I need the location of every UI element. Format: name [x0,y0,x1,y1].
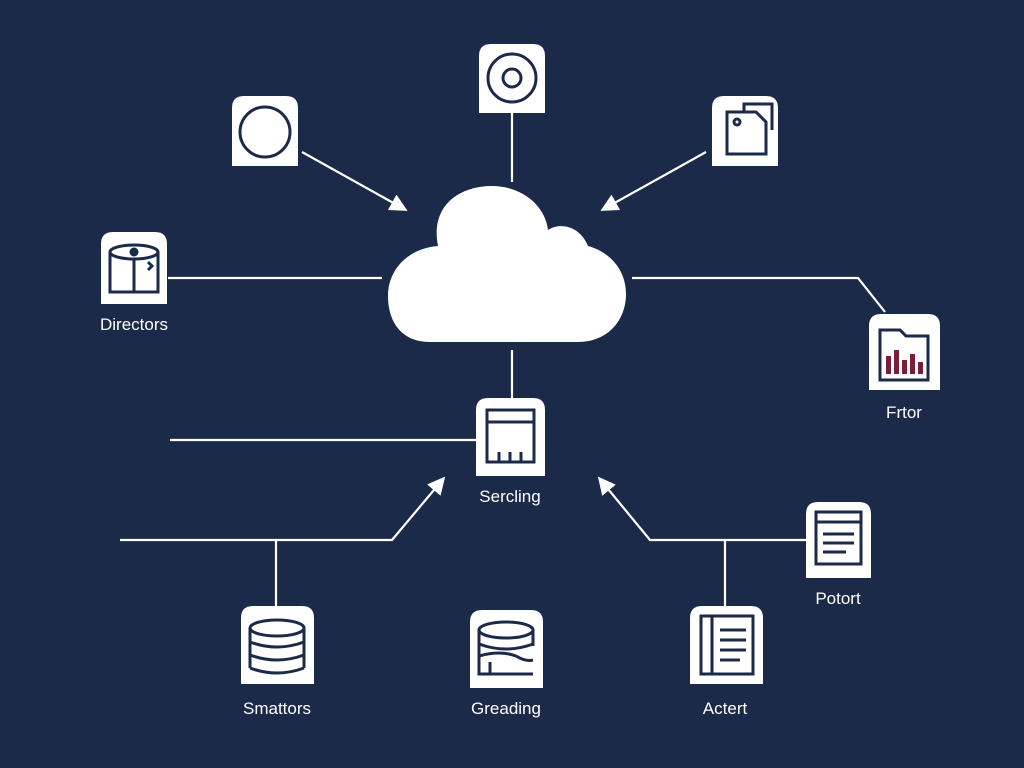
database-icon [248,618,306,675]
label-frtor: Frtor [886,403,922,422]
node-smattors [241,606,314,684]
connector-potort [597,476,806,542]
label-greading: Greading [471,699,541,718]
node-sercling [476,398,545,476]
bar-chart-folder-icon [878,328,930,382]
label-sercling: Sercling [479,487,541,506]
node-frtor [869,314,940,390]
document-scan-icon [725,102,774,156]
node-potort [806,502,871,578]
connector-top-right [600,151,707,211]
server-rack-icon [485,408,536,464]
connector-smattors [120,476,446,542]
node-greading [470,610,543,688]
label-actert: Actert [702,699,748,718]
node-actert [690,606,763,684]
label-potort: Potort [815,589,861,608]
disc-icon [486,52,538,104]
text-document-icon [814,510,863,566]
cloud-icon [388,186,626,342]
label-directors: Directors [99,315,169,334]
cylinder-icon [108,243,160,294]
node-top [479,44,545,113]
connectors [120,113,886,606]
label-smattors: Smattors [242,699,312,718]
connector-top-left [301,151,408,211]
node-top-left [232,96,298,166]
node-top-right [712,96,778,166]
connector-frtor [632,276,886,313]
notebook-icon [699,614,755,676]
node-directors [101,232,167,304]
circle-icon [238,105,292,159]
storage-drum-icon [477,620,535,676]
